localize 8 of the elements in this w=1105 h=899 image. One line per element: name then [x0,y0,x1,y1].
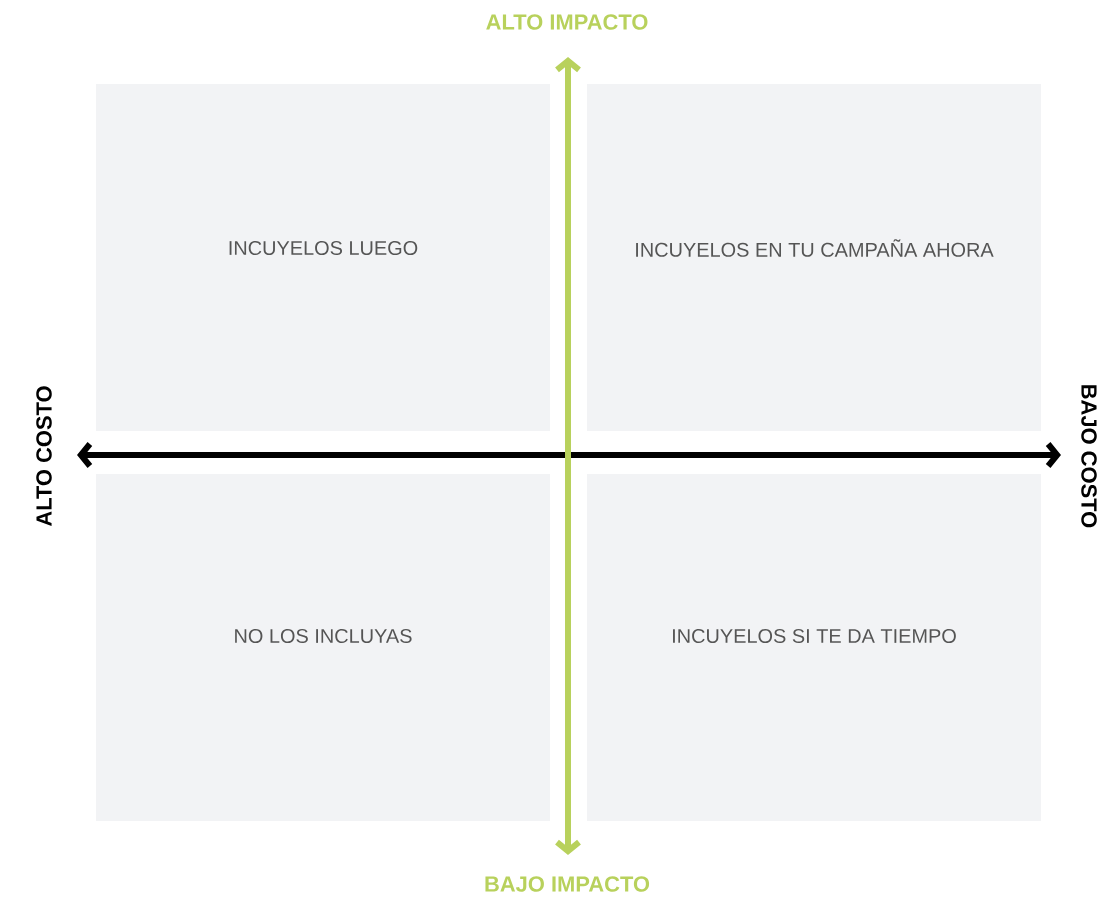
quadrant-box: NO LOS INCLUYAS [96,474,550,821]
axis-label: ALTO COSTO [36,386,52,527]
quadrant-box: INCUYELOS SI TE DA TIEMPO [587,474,1041,821]
axis-label: ALTO IMPACTO [486,14,648,30]
axis-label: BAJO IMPACTO [485,876,650,892]
axis-label: BAJO COSTO [1081,385,1097,528]
quadrant-box: INCUYELOS EN TU CAMPAÑA AHORA [587,84,1041,431]
quadrant-box: INCUYELOS LUEGO [96,84,550,431]
